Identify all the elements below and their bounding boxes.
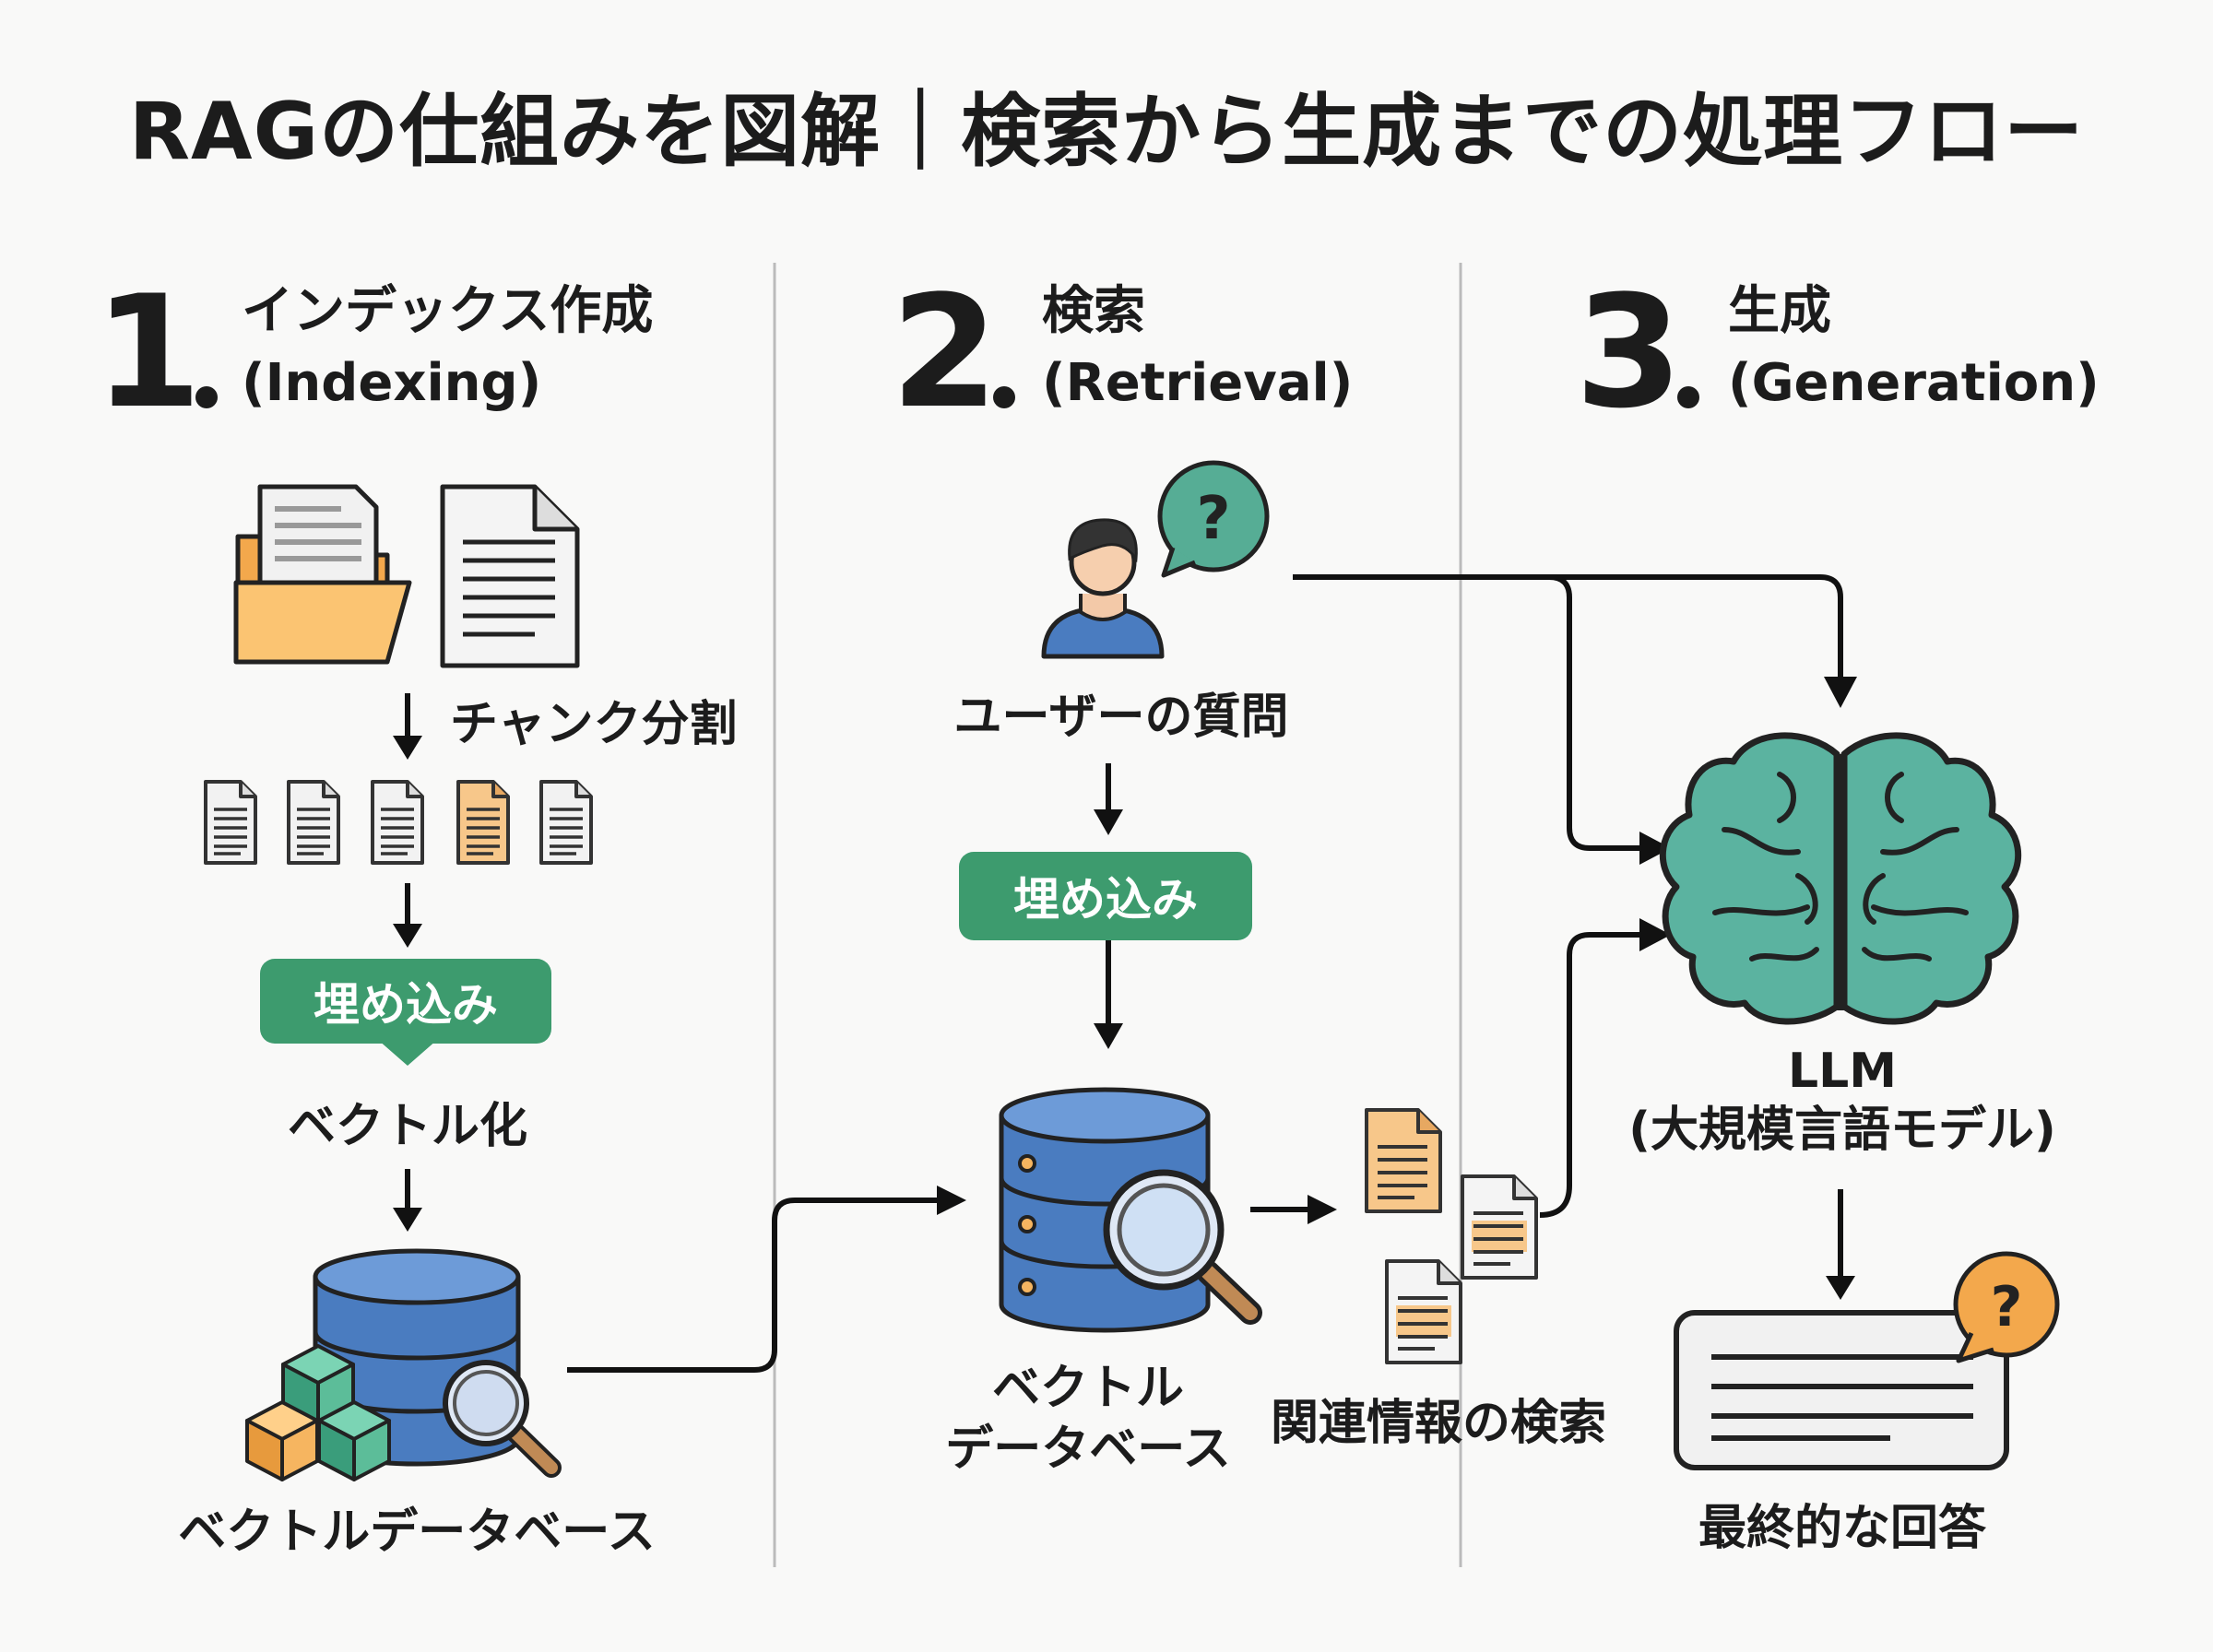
- section-title-en-2: (Retrieval): [1042, 353, 1354, 413]
- vector-db-label: ベクトルデータベース: [178, 1504, 656, 1560]
- user-icon: [1041, 518, 1165, 659]
- number-dots: [195, 386, 1699, 408]
- section-title-ja-2: 検索: [1042, 281, 1145, 341]
- answer-card-icon: [1674, 1310, 2009, 1470]
- section-title-en-3: (Generation): [1728, 353, 2100, 413]
- section-number-2: 2: [891, 262, 999, 442]
- brain-icon: [1659, 732, 2022, 1025]
- embed-badge: 埋め込み: [959, 852, 1252, 940]
- page-title: RAGの仕組みを図解｜検索から生成までの処理フロー: [128, 86, 2085, 178]
- question-bubble-icon: ?: [1953, 1251, 2060, 1363]
- db-to-db-arrow: [567, 1186, 966, 1373]
- arrowheads: [1639, 677, 1857, 1300]
- chunk-label: チャンク分割: [450, 697, 738, 752]
- answer-label: 最終的な回答: [1698, 1501, 1987, 1556]
- query-to-llm-arrows: [1293, 574, 1843, 1218]
- chunk-icons: [204, 780, 593, 865]
- magnifier-icon: [1103, 1169, 1262, 1325]
- document-icon: [440, 484, 580, 668]
- magnifier-icon: [443, 1360, 562, 1478]
- section-number-1: 1: [94, 262, 202, 442]
- retrieved-documents-icon: [1365, 1108, 1538, 1364]
- svg-text:?: ?: [1991, 1275, 2023, 1339]
- indexing-arrows: [393, 693, 422, 1232]
- embed-badge: 埋め込み: [260, 959, 551, 1044]
- section-title-en-1: (Indexing): [242, 353, 542, 413]
- retrieval-arrows: [1094, 763, 1337, 1224]
- folder-icon: [233, 484, 412, 665]
- vector-db-label-line2: データベース: [945, 1422, 1231, 1477]
- section-number-3: 3: [1575, 262, 1683, 442]
- vectorize-label: ベクトル化: [287, 1099, 528, 1154]
- vector-db-label-line1: ベクトル: [991, 1361, 1185, 1416]
- llm-sub-label: (大規模言語モデル): [1628, 1103, 2056, 1158]
- section-title-ja-1: インデックス作成: [242, 281, 654, 341]
- llm-label: LLM: [1787, 1044, 1898, 1099]
- search-label: 関連情報の検索: [1270, 1396, 1607, 1451]
- svg-text:?: ?: [1196, 485, 1230, 553]
- question-bubble-icon: ?: [1157, 460, 1270, 578]
- user-query-label: ユーザーの質問: [953, 690, 1289, 745]
- embed-bubble-tail: [378, 1040, 437, 1066]
- section-title-ja-3: 生成: [1728, 281, 1831, 341]
